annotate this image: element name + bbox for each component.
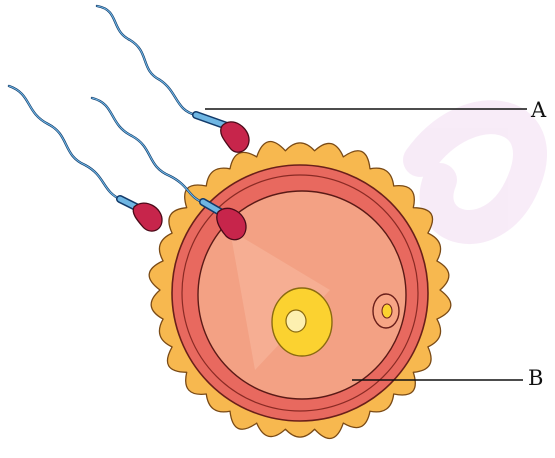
sperm-a-head [221, 122, 249, 152]
polar-body-nucleus [382, 304, 392, 318]
label-b: B [528, 368, 543, 389]
sperm-left-head [133, 203, 162, 231]
label-a: A [531, 100, 546, 121]
sperm-a [97, 6, 249, 152]
sperm-left [9, 86, 162, 231]
nucleolus [286, 310, 306, 332]
